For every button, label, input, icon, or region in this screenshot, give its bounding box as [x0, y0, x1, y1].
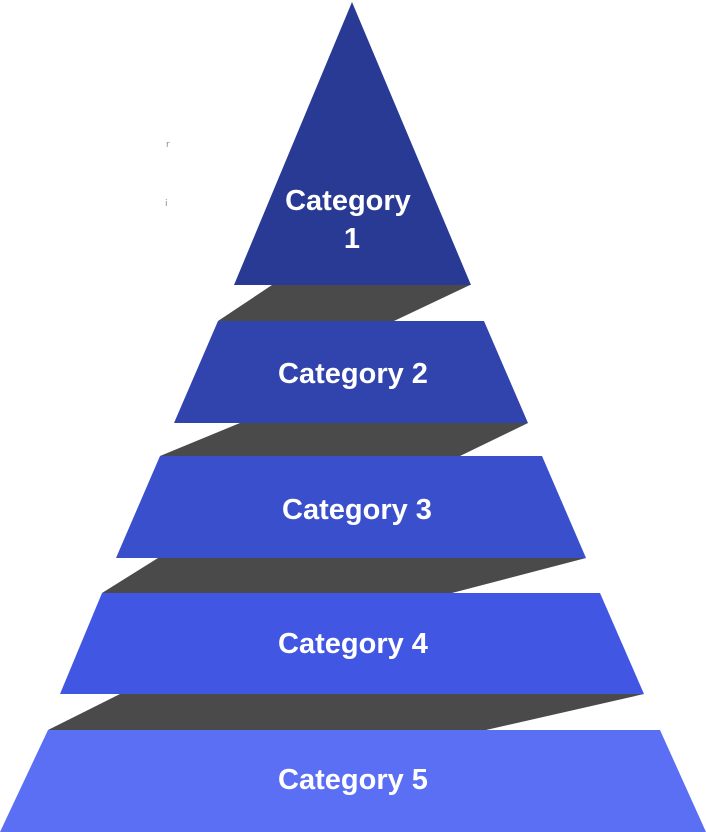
stray-mark-1: r: [166, 140, 170, 150]
tier-2-label: Category 2: [278, 358, 428, 390]
connector-1-2: [218, 285, 470, 321]
tier-2-shape: [174, 321, 528, 423]
stray-mark-2: i: [165, 199, 168, 209]
connector-3-4: [102, 558, 586, 593]
tier-3-shape: [116, 456, 586, 558]
tier-5-shape: [0, 730, 706, 832]
tier-1-label: Category 1: [285, 185, 419, 255]
tier-4-shape: [60, 593, 644, 694]
connector-2-3: [160, 423, 528, 456]
connector-4-5: [48, 694, 644, 730]
connector-group: [48, 285, 644, 730]
tier-5-label: Category 5: [278, 764, 428, 796]
tier-4-label: Category 4: [278, 628, 428, 660]
tier-1-label-line-2: 1: [344, 223, 360, 255]
tier-3-label: Category 3: [282, 494, 432, 526]
tier-1-label-line-1: Category: [285, 185, 411, 217]
tier-1-shape: [234, 2, 471, 285]
